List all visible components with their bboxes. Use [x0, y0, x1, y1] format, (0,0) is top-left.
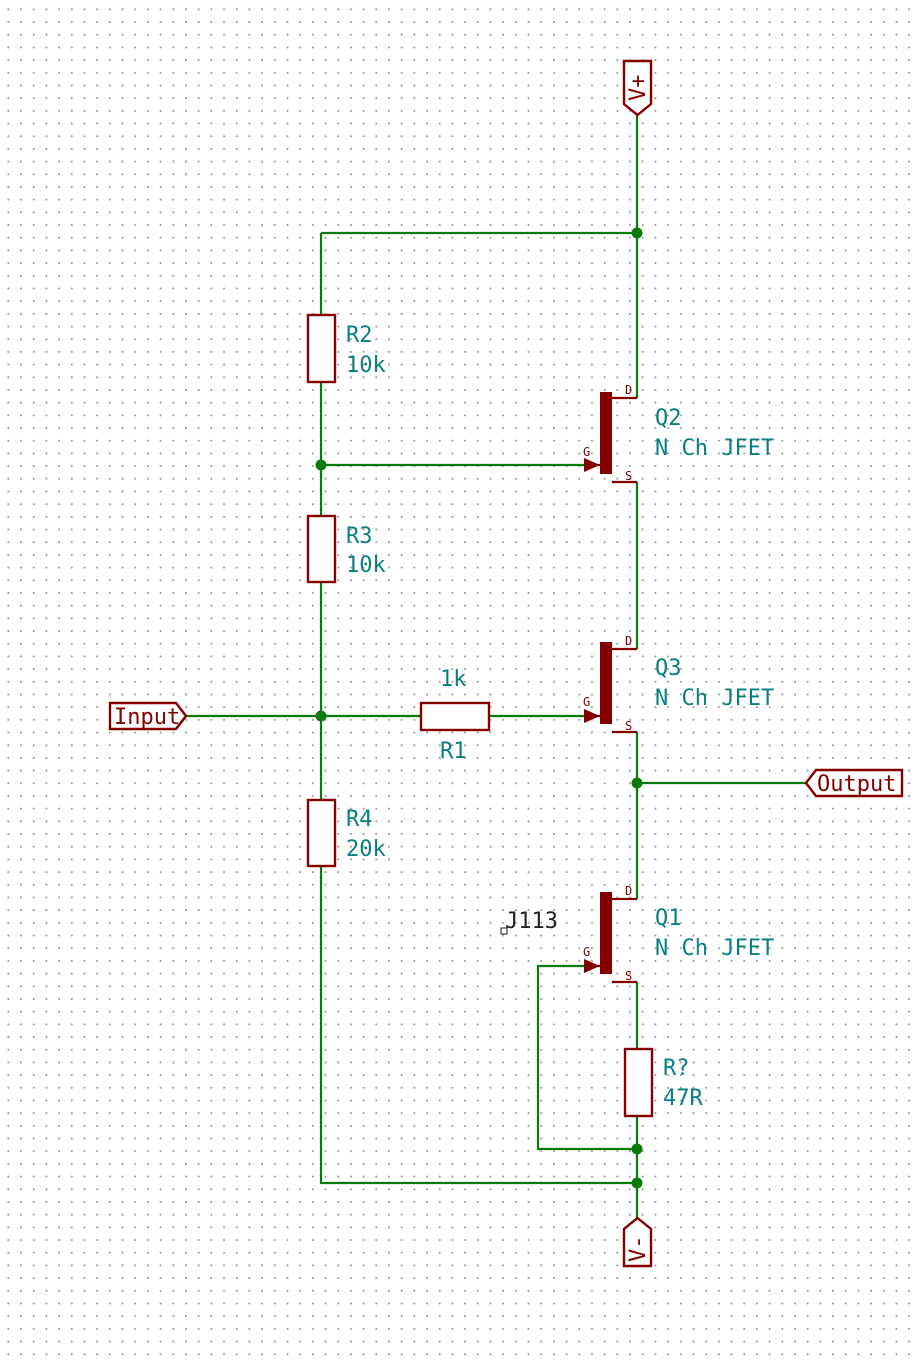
text-note-j113[interactable]: J113 [500, 909, 558, 935]
vminus-label: V- [626, 1236, 651, 1263]
r1-ref: R1 [440, 739, 467, 764]
q2-ref: Q2 [655, 406, 682, 431]
q2-pin-d: D [625, 383, 632, 397]
q3-value: N Ch JFET [655, 686, 774, 711]
output-label-text: Output [817, 772, 896, 797]
q1-channel [600, 892, 612, 974]
junctions [315, 227, 643, 1189]
q1-ref: Q1 [655, 906, 682, 931]
r4-ref: R4 [346, 807, 373, 832]
junction-dot [631, 1177, 643, 1189]
q1-pin-s: S [625, 969, 632, 983]
power-flag-vminus[interactable]: V- [622, 1216, 653, 1268]
q3-gate-arrow [584, 709, 600, 723]
input-label[interactable]: Input [108, 701, 188, 731]
r3-ref: R3 [346, 524, 373, 549]
r2-value: 10k [346, 353, 386, 378]
power-flag-vplus[interactable]: V+ [622, 59, 653, 117]
q1-pin-g: G [583, 945, 590, 959]
q3-pin-g: G [583, 695, 590, 709]
q2-channel [600, 392, 612, 474]
q2-pin-s: S [625, 469, 632, 483]
resistor-r3[interactable]: R3 10k [306, 514, 386, 584]
r2-ref: R2 [346, 323, 373, 348]
q3-channel [600, 642, 612, 724]
q1-gate-arrow [584, 959, 600, 973]
r-unassigned-value: 47R [663, 1086, 703, 1111]
resistor-r2[interactable]: R2 10k [306, 313, 386, 384]
q3-pin-d: D [625, 634, 632, 648]
resistor-r-unassigned[interactable]: R? 47R [623, 1047, 703, 1118]
junction-dot [631, 227, 643, 239]
q1-value: N Ch JFET [655, 936, 774, 961]
resistor-r1[interactable]: 1k R1 [419, 667, 491, 764]
q2-pin-g: G [583, 445, 590, 459]
input-label-text: Input [114, 705, 180, 730]
j113-text: J113 [505, 909, 558, 934]
resistor-r4[interactable]: R4 20k [306, 798, 386, 868]
transistor-q1[interactable]: D G S Q1 N Ch JFET [583, 884, 774, 984]
r3-value: 10k [346, 553, 386, 578]
junction-dot [631, 777, 643, 789]
r4-value: 20k [346, 837, 386, 862]
text-anchor-marker [500, 927, 508, 935]
q3-pin-s: S [625, 719, 632, 733]
q2-value: N Ch JFET [655, 436, 774, 461]
r-unassigned-ref: R? [663, 1056, 690, 1081]
junction-dot [315, 459, 327, 471]
wires [186, 115, 806, 1218]
wire-bottom-rail [319, 866, 637, 1185]
q3-ref: Q3 [655, 656, 682, 681]
r1-value: 1k [440, 667, 467, 692]
transistor-q3[interactable]: D G S Q3 N Ch JFET [583, 634, 774, 734]
q1-pin-d: D [625, 884, 632, 898]
junction-dot [631, 1143, 643, 1155]
wire-q1-gate-feedback [536, 964, 637, 1151]
q2-gate-arrow [584, 458, 600, 472]
junction-dot [315, 710, 327, 722]
transistor-q2[interactable]: D G S Q2 N Ch JFET [583, 383, 774, 484]
vplus-label: V+ [626, 75, 651, 102]
output-label[interactable]: Output [804, 768, 904, 798]
